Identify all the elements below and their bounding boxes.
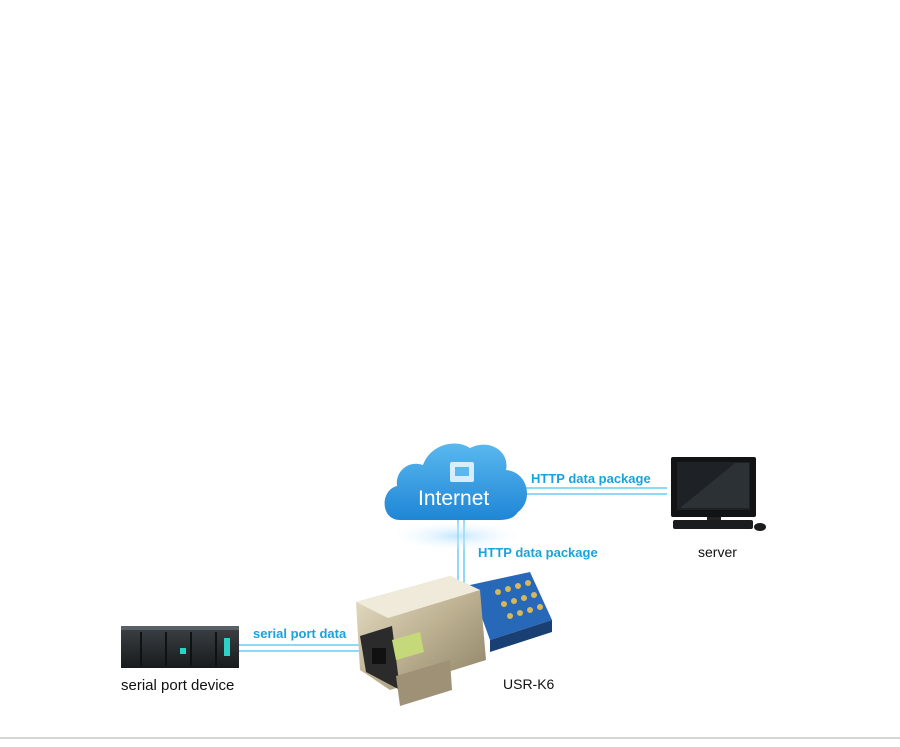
module-label: USR-K6	[503, 676, 555, 692]
bottom-divider	[0, 737, 900, 739]
serial-port-device-icon	[121, 626, 239, 668]
server-icon	[671, 457, 766, 531]
device-label: serial port device	[121, 677, 235, 694]
internet-cloud-label: Internet	[418, 487, 490, 510]
usr-k6-module-icon	[356, 572, 552, 706]
internet-cloud-icon	[384, 443, 528, 552]
device-module-link-label: serial port data	[253, 626, 347, 641]
cloud-server-link-label: HTTP data package	[531, 471, 651, 486]
server-label: server	[698, 544, 737, 560]
link-device-module	[238, 644, 362, 652]
cloud-module-link-label: HTTP data package	[478, 545, 598, 560]
link-cloud-server	[525, 487, 667, 495]
